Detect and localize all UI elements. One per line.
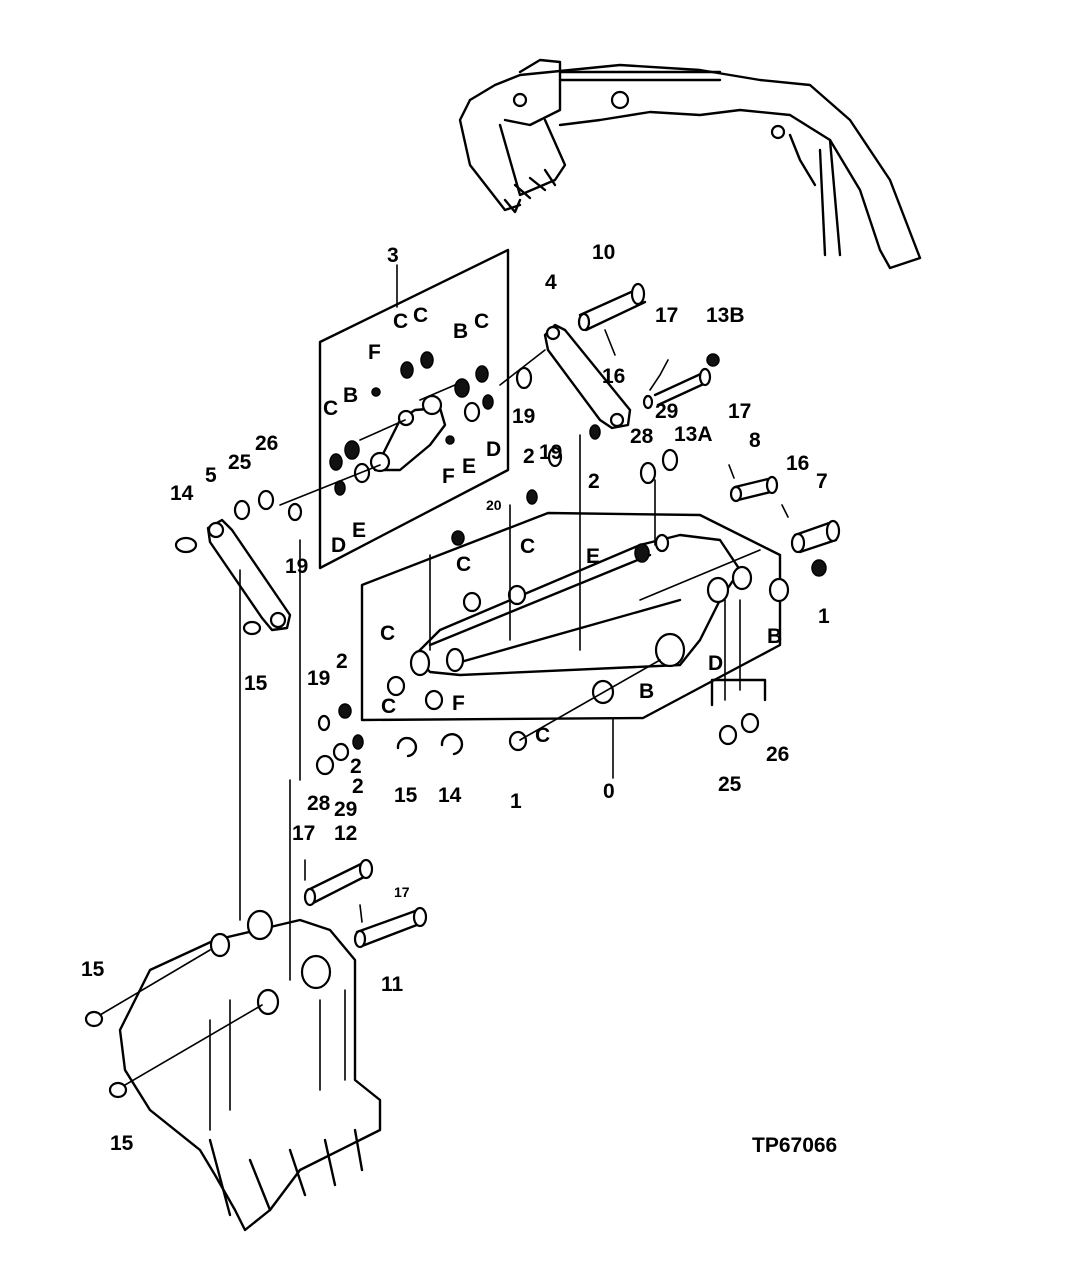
callout-19: 19 (285, 555, 308, 578)
callout-11: 11 (381, 973, 404, 996)
callout-c: C (323, 397, 338, 420)
callout-17: 17 (655, 304, 678, 327)
callout-13b: 13B (706, 304, 745, 327)
callout-7: 7 (816, 470, 828, 493)
callout-c: C (474, 310, 489, 333)
callout-15: 15 (244, 672, 268, 695)
callout-2: 2 (352, 775, 364, 798)
callout-d: D (708, 652, 723, 675)
callout-2: 2 (588, 470, 600, 493)
callout-10: 10 (592, 241, 615, 264)
callout-29: 29 (334, 798, 357, 821)
callout-f: F (442, 465, 455, 488)
callout-f: F (368, 341, 381, 364)
callout-e: E (352, 519, 366, 542)
callout-3: 3 (387, 244, 399, 267)
callout-15: 15 (394, 784, 418, 807)
callout-labels: 3 4 10 17 13B 16 29 28 13A 17 8 16 7 1 B… (81, 241, 830, 1155)
callout-d: D (331, 534, 346, 557)
callout-c: C (456, 553, 471, 576)
callout-17: 17 (728, 400, 751, 423)
figure-code: TP67066 (752, 1134, 837, 1157)
callout-17: 17 (394, 884, 410, 900)
loose-parts (315, 678, 767, 776)
callout-16: 16 (786, 452, 809, 475)
link-5 (174, 489, 303, 636)
callout-8: 8 (749, 429, 761, 452)
callout-b: B (453, 320, 468, 343)
callout-2: 2 (350, 755, 362, 778)
callout-28: 28 (307, 792, 331, 815)
callout-5: 5 (205, 464, 217, 487)
callout-26: 26 (255, 432, 278, 455)
callout-f: F (452, 692, 465, 715)
callout-14: 14 (438, 784, 462, 807)
excavator-arm-overview (458, 58, 922, 270)
callout-14: 14 (170, 482, 194, 505)
callout-15: 15 (81, 958, 105, 981)
callout-e: E (462, 455, 476, 478)
callout-17: 17 (292, 822, 315, 845)
bucket (84, 858, 428, 1232)
callout-1: 1 (818, 605, 830, 628)
callout-26: 26 (766, 743, 789, 766)
pin-13 (642, 353, 720, 410)
callout-c: C (380, 622, 395, 645)
link-4 (515, 282, 647, 505)
callout-b: B (639, 680, 654, 703)
callout-1: 1 (510, 790, 522, 813)
callout-2: 2 (336, 650, 348, 673)
callout-b: B (343, 384, 358, 407)
callout-28: 28 (630, 425, 654, 448)
callout-25: 25 (228, 451, 252, 474)
callout-13a: 13A (674, 423, 713, 446)
callout-c: C (535, 724, 550, 747)
callout-b: B (767, 625, 782, 648)
callout-15: 15 (110, 1132, 134, 1155)
callout-19: 19 (307, 667, 330, 690)
callout-29: 29 (655, 400, 678, 423)
callout-d: D (486, 438, 501, 461)
callout-12: 12 (334, 822, 357, 845)
component-box-3 (318, 248, 510, 570)
callout-e: E (586, 545, 600, 568)
callout-20: 20 (486, 497, 502, 513)
callout-19: 19 (539, 441, 562, 464)
callout-19: 19 (512, 405, 535, 428)
center-lines (239, 349, 761, 981)
callout-c: C (393, 310, 408, 333)
callout-25: 25 (718, 773, 742, 796)
callout-2: 2 (523, 445, 535, 468)
callout-c: C (413, 304, 428, 327)
callout-4: 4 (545, 271, 557, 294)
pins-7-8 (639, 448, 841, 554)
callout-16: 16 (602, 365, 625, 388)
callout-0: 0 (603, 780, 615, 803)
callout-c: C (381, 695, 396, 718)
component-box-0 (360, 511, 827, 779)
callout-c: C (520, 535, 535, 558)
